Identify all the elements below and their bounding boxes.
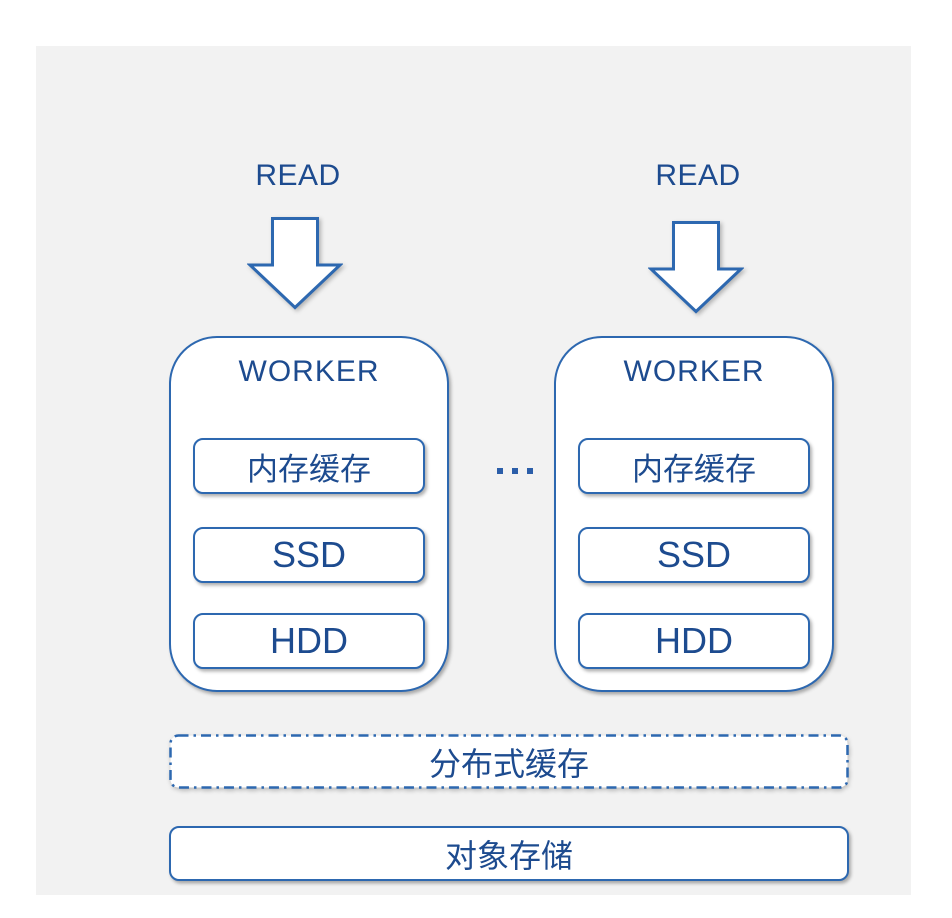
worker-node-right: WORKER 内存缓存 SSD HDD: [554, 336, 834, 692]
memory-cache-box: 内存缓存: [578, 438, 810, 494]
ellipsis-dots-icon: [497, 468, 533, 474]
distributed-cache-box: 分布式缓存: [169, 734, 849, 789]
ssd-box: SSD: [578, 527, 810, 583]
down-arrow-icon-left: [247, 217, 343, 310]
dash-dot-border: [169, 734, 849, 789]
hdd-box: HDD: [578, 613, 810, 669]
worker-title: WORKER: [623, 355, 765, 388]
distributed-cache-label: 分布式缓存: [428, 745, 589, 782]
hdd-box: HDD: [193, 613, 425, 669]
worker-title: WORKER: [238, 355, 380, 388]
dot: [512, 468, 518, 474]
dot: [497, 468, 503, 474]
read-label-right: READ: [655, 159, 741, 192]
dot: [527, 468, 533, 474]
object-storage-label: 对象存储: [444, 837, 573, 874]
memory-cache-box: 内存缓存: [193, 438, 425, 494]
worker-node-left: WORKER 内存缓存 SSD HDD: [169, 336, 449, 692]
object-storage-box: 对象存储: [169, 826, 849, 881]
read-label-left: READ: [255, 159, 341, 192]
down-arrow-icon-right: [648, 221, 744, 314]
background-panel: READ READ WORKER 内存缓存 SSD HDD WORKER 内存缓…: [36, 46, 911, 895]
ssd-box: SSD: [193, 527, 425, 583]
